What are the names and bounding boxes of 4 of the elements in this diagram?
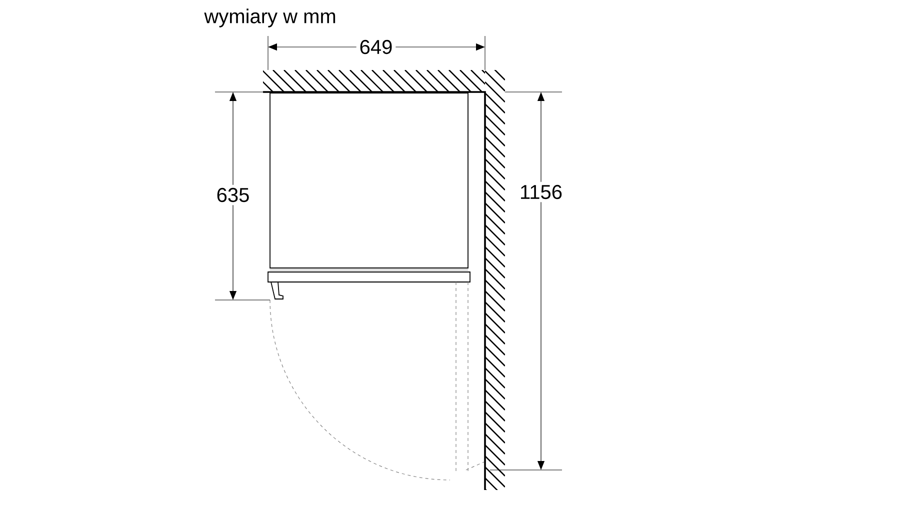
dimension-label: 649 [356, 36, 396, 58]
title: wymiary w mm [204, 8, 336, 28]
dimension-label: 635 [213, 184, 253, 206]
dimension-label: 1156 [516, 182, 566, 202]
